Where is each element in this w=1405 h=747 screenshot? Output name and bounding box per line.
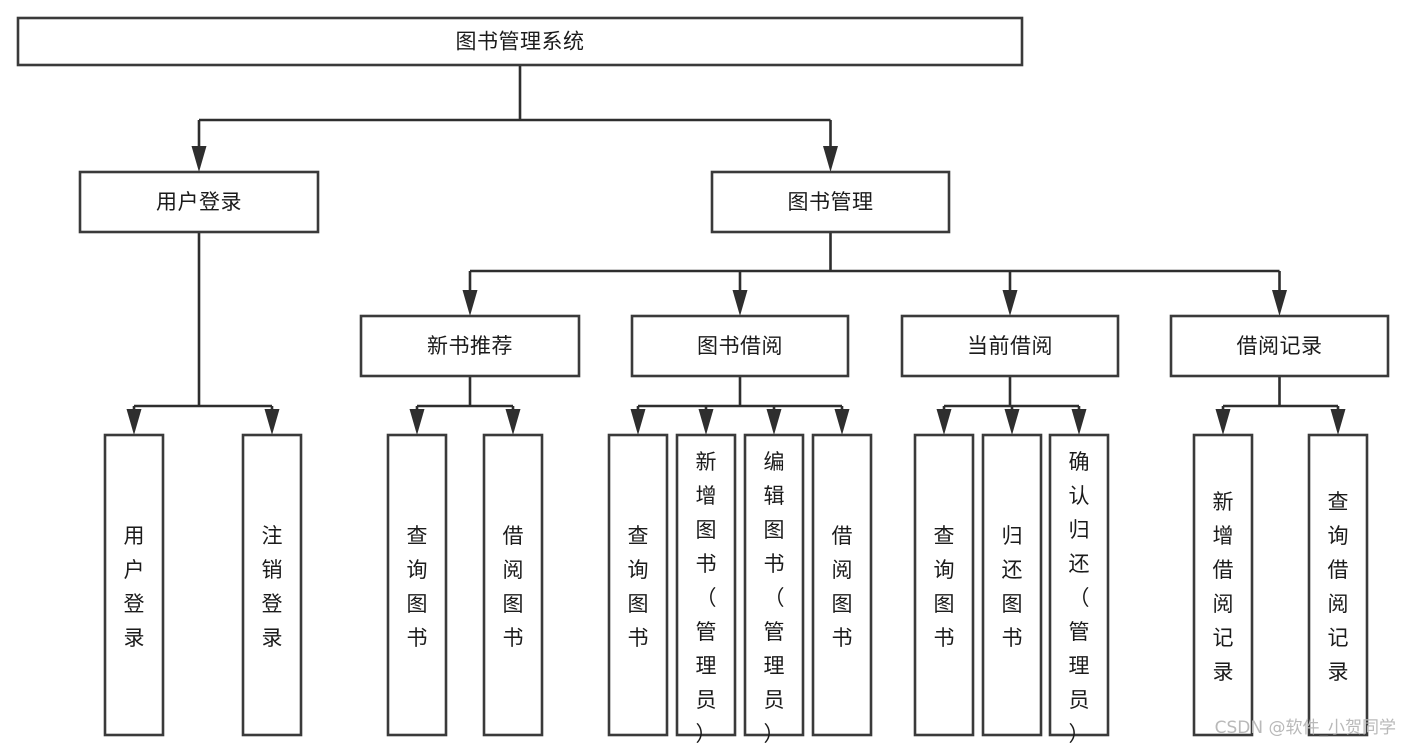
node-current-borrow[interactable]: 当前借阅 <box>900 314 1120 378</box>
node-user-login-label: 用户登录 <box>156 190 242 214</box>
node-leaf-return-book-box[interactable] <box>981 433 1043 737</box>
arrow-head-icon <box>834 409 850 435</box>
arrow-head-icon <box>191 146 207 172</box>
arrow-head-icon <box>766 409 782 435</box>
node-book-borrow-box[interactable] <box>630 314 850 378</box>
arrow-head-icon <box>823 146 838 172</box>
node-current-borrow-box[interactable] <box>900 314 1120 378</box>
node-root-system-box[interactable] <box>16 16 1024 67</box>
arrow-head-icon <box>505 409 521 435</box>
arrow-head-icon <box>1215 409 1231 435</box>
arrow-head-icon <box>409 409 425 435</box>
arrow-head-icon <box>732 290 748 316</box>
node-book-management-box[interactable] <box>710 170 951 234</box>
csdn-watermark: CSDN @软件_小贺同学 <box>1215 718 1396 738</box>
node-leaf-confirm-return-box[interactable] <box>1048 433 1110 737</box>
node-leaf-query-record-label: 查询借阅记录 <box>1328 490 1349 684</box>
node-leaf-confirm-return-label: 确认归还（管理员） <box>1069 450 1090 746</box>
node-book-borrow-label: 图书借阅 <box>697 334 783 358</box>
node-leaf-query-book-2[interactable]: 查询图书 <box>607 433 669 737</box>
arrow-head-icon <box>1002 290 1018 316</box>
node-leaf-query-book-1-box[interactable] <box>386 433 448 737</box>
node-leaf-query-book-2-box[interactable] <box>607 433 669 737</box>
arrow-head-icon <box>698 409 714 435</box>
node-root-system[interactable]: 图书管理系统 <box>16 16 1024 67</box>
arrow-head-icon <box>126 409 142 435</box>
node-borrow-record-box[interactable] <box>1169 314 1390 378</box>
node-root-system-label: 图书管理系统 <box>456 30 585 54</box>
node-leaf-query-book-1-label: 查询图书 <box>407 524 428 650</box>
node-leaf-user-login[interactable]: 用户登录 <box>103 433 165 737</box>
node-leaf-logout-label: 注销登录 <box>262 524 283 650</box>
nodes-layer: 图书管理系统用户登录图书管理新书推荐图书借阅当前借阅借阅记录用户登录注销登录查询… <box>16 16 1390 746</box>
node-user-login-box[interactable] <box>78 170 320 234</box>
node-leaf-query-book-1[interactable]: 查询图书 <box>386 433 448 737</box>
node-leaf-borrow-book-1[interactable]: 借阅图书 <box>482 433 544 737</box>
arrow-head-icon <box>1071 409 1087 435</box>
node-leaf-logout[interactable]: 注销登录 <box>241 433 303 737</box>
node-leaf-add-book-label: 新增图书（管理员） <box>696 450 717 746</box>
node-leaf-confirm-return[interactable]: 确认归还（管理员） <box>1048 433 1110 746</box>
arrow-head-icon <box>264 409 280 435</box>
node-leaf-query-record[interactable]: 查询借阅记录 <box>1307 433 1369 737</box>
node-borrow-record[interactable]: 借阅记录 <box>1169 314 1390 378</box>
arrow-head-icon <box>1004 409 1020 435</box>
node-leaf-edit-book-box[interactable] <box>743 433 805 737</box>
node-leaf-user-login-label: 用户登录 <box>124 524 145 650</box>
node-leaf-borrow-book-1-label: 借阅图书 <box>503 524 524 650</box>
node-leaf-return-book[interactable]: 归还图书 <box>981 433 1043 737</box>
node-leaf-query-book-3-box[interactable] <box>913 433 975 737</box>
node-leaf-borrow-book-2-label: 借阅图书 <box>832 524 853 650</box>
node-leaf-borrow-book-2[interactable]: 借阅图书 <box>811 433 873 737</box>
node-leaf-add-record-label: 新增借阅记录 <box>1213 490 1234 684</box>
node-leaf-edit-book-label: 编辑图书（管理员） <box>764 450 785 746</box>
arrow-head-icon <box>1272 290 1287 316</box>
node-leaf-logout-box[interactable] <box>241 433 303 737</box>
node-borrow-record-label: 借阅记录 <box>1237 334 1323 358</box>
node-leaf-query-book-3-label: 查询图书 <box>934 524 955 650</box>
connectors-layer <box>126 65 1346 435</box>
node-new-book-recommend-label: 新书推荐 <box>427 334 513 358</box>
arrow-head-icon <box>936 409 952 435</box>
node-leaf-return-book-label: 归还图书 <box>1002 524 1023 650</box>
arrow-head-icon <box>462 290 478 316</box>
node-leaf-borrow-book-2-box[interactable] <box>811 433 873 737</box>
node-current-borrow-label: 当前借阅 <box>967 334 1053 358</box>
node-book-management-label: 图书管理 <box>788 190 874 214</box>
node-leaf-add-record-box[interactable] <box>1192 433 1254 737</box>
node-leaf-edit-book[interactable]: 编辑图书（管理员） <box>743 433 805 746</box>
node-leaf-query-book-2-label: 查询图书 <box>628 524 649 650</box>
node-leaf-add-book[interactable]: 新增图书（管理员） <box>675 433 737 746</box>
node-new-book-recommend[interactable]: 新书推荐 <box>359 314 581 378</box>
node-leaf-user-login-box[interactable] <box>103 433 165 737</box>
node-leaf-borrow-book-1-box[interactable] <box>482 433 544 737</box>
arrow-head-icon <box>1330 409 1346 435</box>
node-book-management[interactable]: 图书管理 <box>710 170 951 234</box>
node-book-borrow[interactable]: 图书借阅 <box>630 314 850 378</box>
node-leaf-query-book-3[interactable]: 查询图书 <box>913 433 975 737</box>
node-leaf-add-book-box[interactable] <box>675 433 737 737</box>
node-user-login[interactable]: 用户登录 <box>78 170 320 234</box>
node-new-book-recommend-box[interactable] <box>359 314 581 378</box>
arrow-head-icon <box>630 409 646 435</box>
node-leaf-add-record[interactable]: 新增借阅记录 <box>1192 433 1254 737</box>
node-leaf-query-record-box[interactable] <box>1307 433 1369 737</box>
